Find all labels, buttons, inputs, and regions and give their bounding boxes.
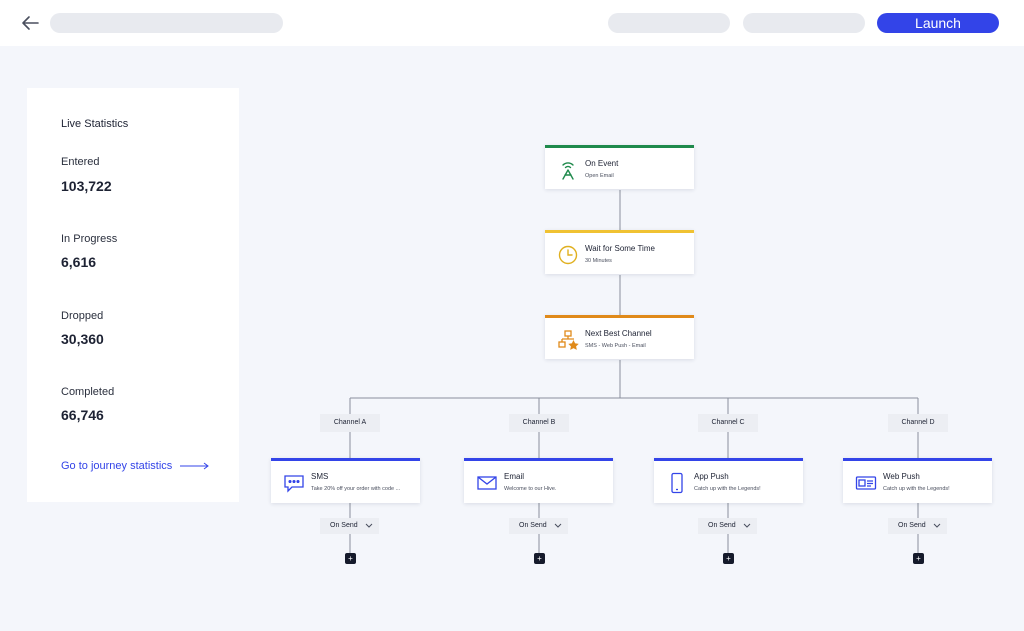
step-subtitle: Open Email — [585, 173, 614, 179]
channel-message: Take 20% off your order with code ... — [311, 486, 401, 492]
add-step-button-b[interactable]: + — [534, 553, 545, 564]
journey-canvas: On Event Open Email Wait for Some Time 3… — [0, 46, 1024, 631]
on-send-label: On Send — [708, 522, 736, 529]
channel-message: Welcome to our Hive. — [504, 486, 557, 492]
back-arrow-icon[interactable] — [20, 12, 42, 34]
live-statistics-panel: Live Statistics Entered 103,722 In Progr… — [27, 88, 239, 502]
on-send-dropdown-b[interactable]: On Send — [509, 518, 568, 534]
on-send-dropdown-a[interactable]: On Send — [320, 518, 379, 534]
on-send-label: On Send — [898, 522, 926, 529]
arrow-right-icon — [180, 462, 210, 470]
clock-icon — [557, 244, 579, 266]
on-send-dropdown-c[interactable]: On Send — [698, 518, 757, 534]
journey-name-placeholder — [50, 13, 283, 33]
channel-node-web-push[interactable]: Web Push Catch up with the Legends! — [843, 458, 992, 503]
channel-b-label[interactable]: Channel B — [509, 414, 569, 432]
chevron-down-icon — [365, 523, 373, 528]
channel-message: Catch up with the Legends! — [694, 486, 761, 492]
add-step-button-d[interactable]: + — [913, 553, 924, 564]
channel-title: App Push — [694, 472, 729, 481]
channel-title: Web Push — [883, 472, 920, 481]
channel-node-app-push[interactable]: App Push Catch up with the Legends! — [654, 458, 803, 503]
email-icon — [476, 472, 498, 494]
add-step-button-a[interactable]: + — [345, 553, 356, 564]
step-subtitle: SMS - Web Push - Email — [585, 343, 646, 349]
chevron-down-icon — [554, 523, 562, 528]
flow-connectors — [349, 190, 919, 553]
step-next-best-channel[interactable]: Next Best Channel SMS - Web Push - Email — [545, 315, 694, 359]
step-title: On Event — [585, 159, 619, 168]
channel-tree-icon — [557, 329, 579, 351]
stats-title: Live Statistics — [61, 118, 129, 130]
journey-statistics-link-label: Go to journey statistics — [61, 460, 173, 472]
chevron-down-icon — [743, 523, 751, 528]
step-title: Next Best Channel — [585, 329, 652, 338]
stat-entered-value: 103,722 — [61, 178, 112, 194]
sms-icon — [283, 472, 305, 494]
channel-node-sms[interactable]: SMS Take 20% off your order with code ..… — [271, 458, 420, 503]
channel-title: SMS — [311, 472, 329, 481]
channel-c-label[interactable]: Channel C — [698, 414, 758, 432]
top-bar: Launch — [0, 0, 1024, 46]
channel-d-label[interactable]: Channel D — [888, 414, 948, 432]
signal-tower-icon — [557, 159, 579, 181]
channel-message: Catch up with the Legends! — [883, 486, 950, 492]
chevron-down-icon — [933, 523, 941, 528]
stat-dropped-value: 30,360 — [61, 331, 104, 347]
stat-dropped-label: Dropped — [61, 310, 104, 322]
stat-completed-value: 66,746 — [61, 407, 104, 423]
step-title: Wait for Some Time — [585, 244, 655, 253]
step-subtitle: 30 Minutes — [585, 258, 612, 264]
toolbar-button-placeholder-1[interactable] — [608, 13, 730, 33]
channel-a-label[interactable]: Channel A — [320, 414, 380, 432]
toolbar-button-placeholder-2[interactable] — [743, 13, 865, 33]
step-wait[interactable]: Wait for Some Time 30 Minutes — [545, 230, 694, 274]
on-send-label: On Send — [330, 522, 358, 529]
step-on-event[interactable]: On Event Open Email — [545, 145, 694, 189]
browser-icon — [855, 472, 877, 494]
launch-button[interactable]: Launch — [877, 13, 999, 33]
stat-entered-label: Entered — [61, 156, 100, 168]
journey-statistics-link[interactable]: Go to journey statistics — [61, 460, 210, 472]
channel-title: Email — [504, 472, 525, 481]
channel-node-email[interactable]: Email Welcome to our Hive. — [464, 458, 613, 503]
phone-icon — [666, 472, 688, 494]
on-send-dropdown-d[interactable]: On Send — [888, 518, 947, 534]
stat-in-progress-label: In Progress — [61, 233, 118, 245]
add-step-button-c[interactable]: + — [723, 553, 734, 564]
stat-completed-label: Completed — [61, 386, 115, 398]
on-send-label: On Send — [519, 522, 547, 529]
stat-in-progress-value: 6,616 — [61, 254, 97, 270]
